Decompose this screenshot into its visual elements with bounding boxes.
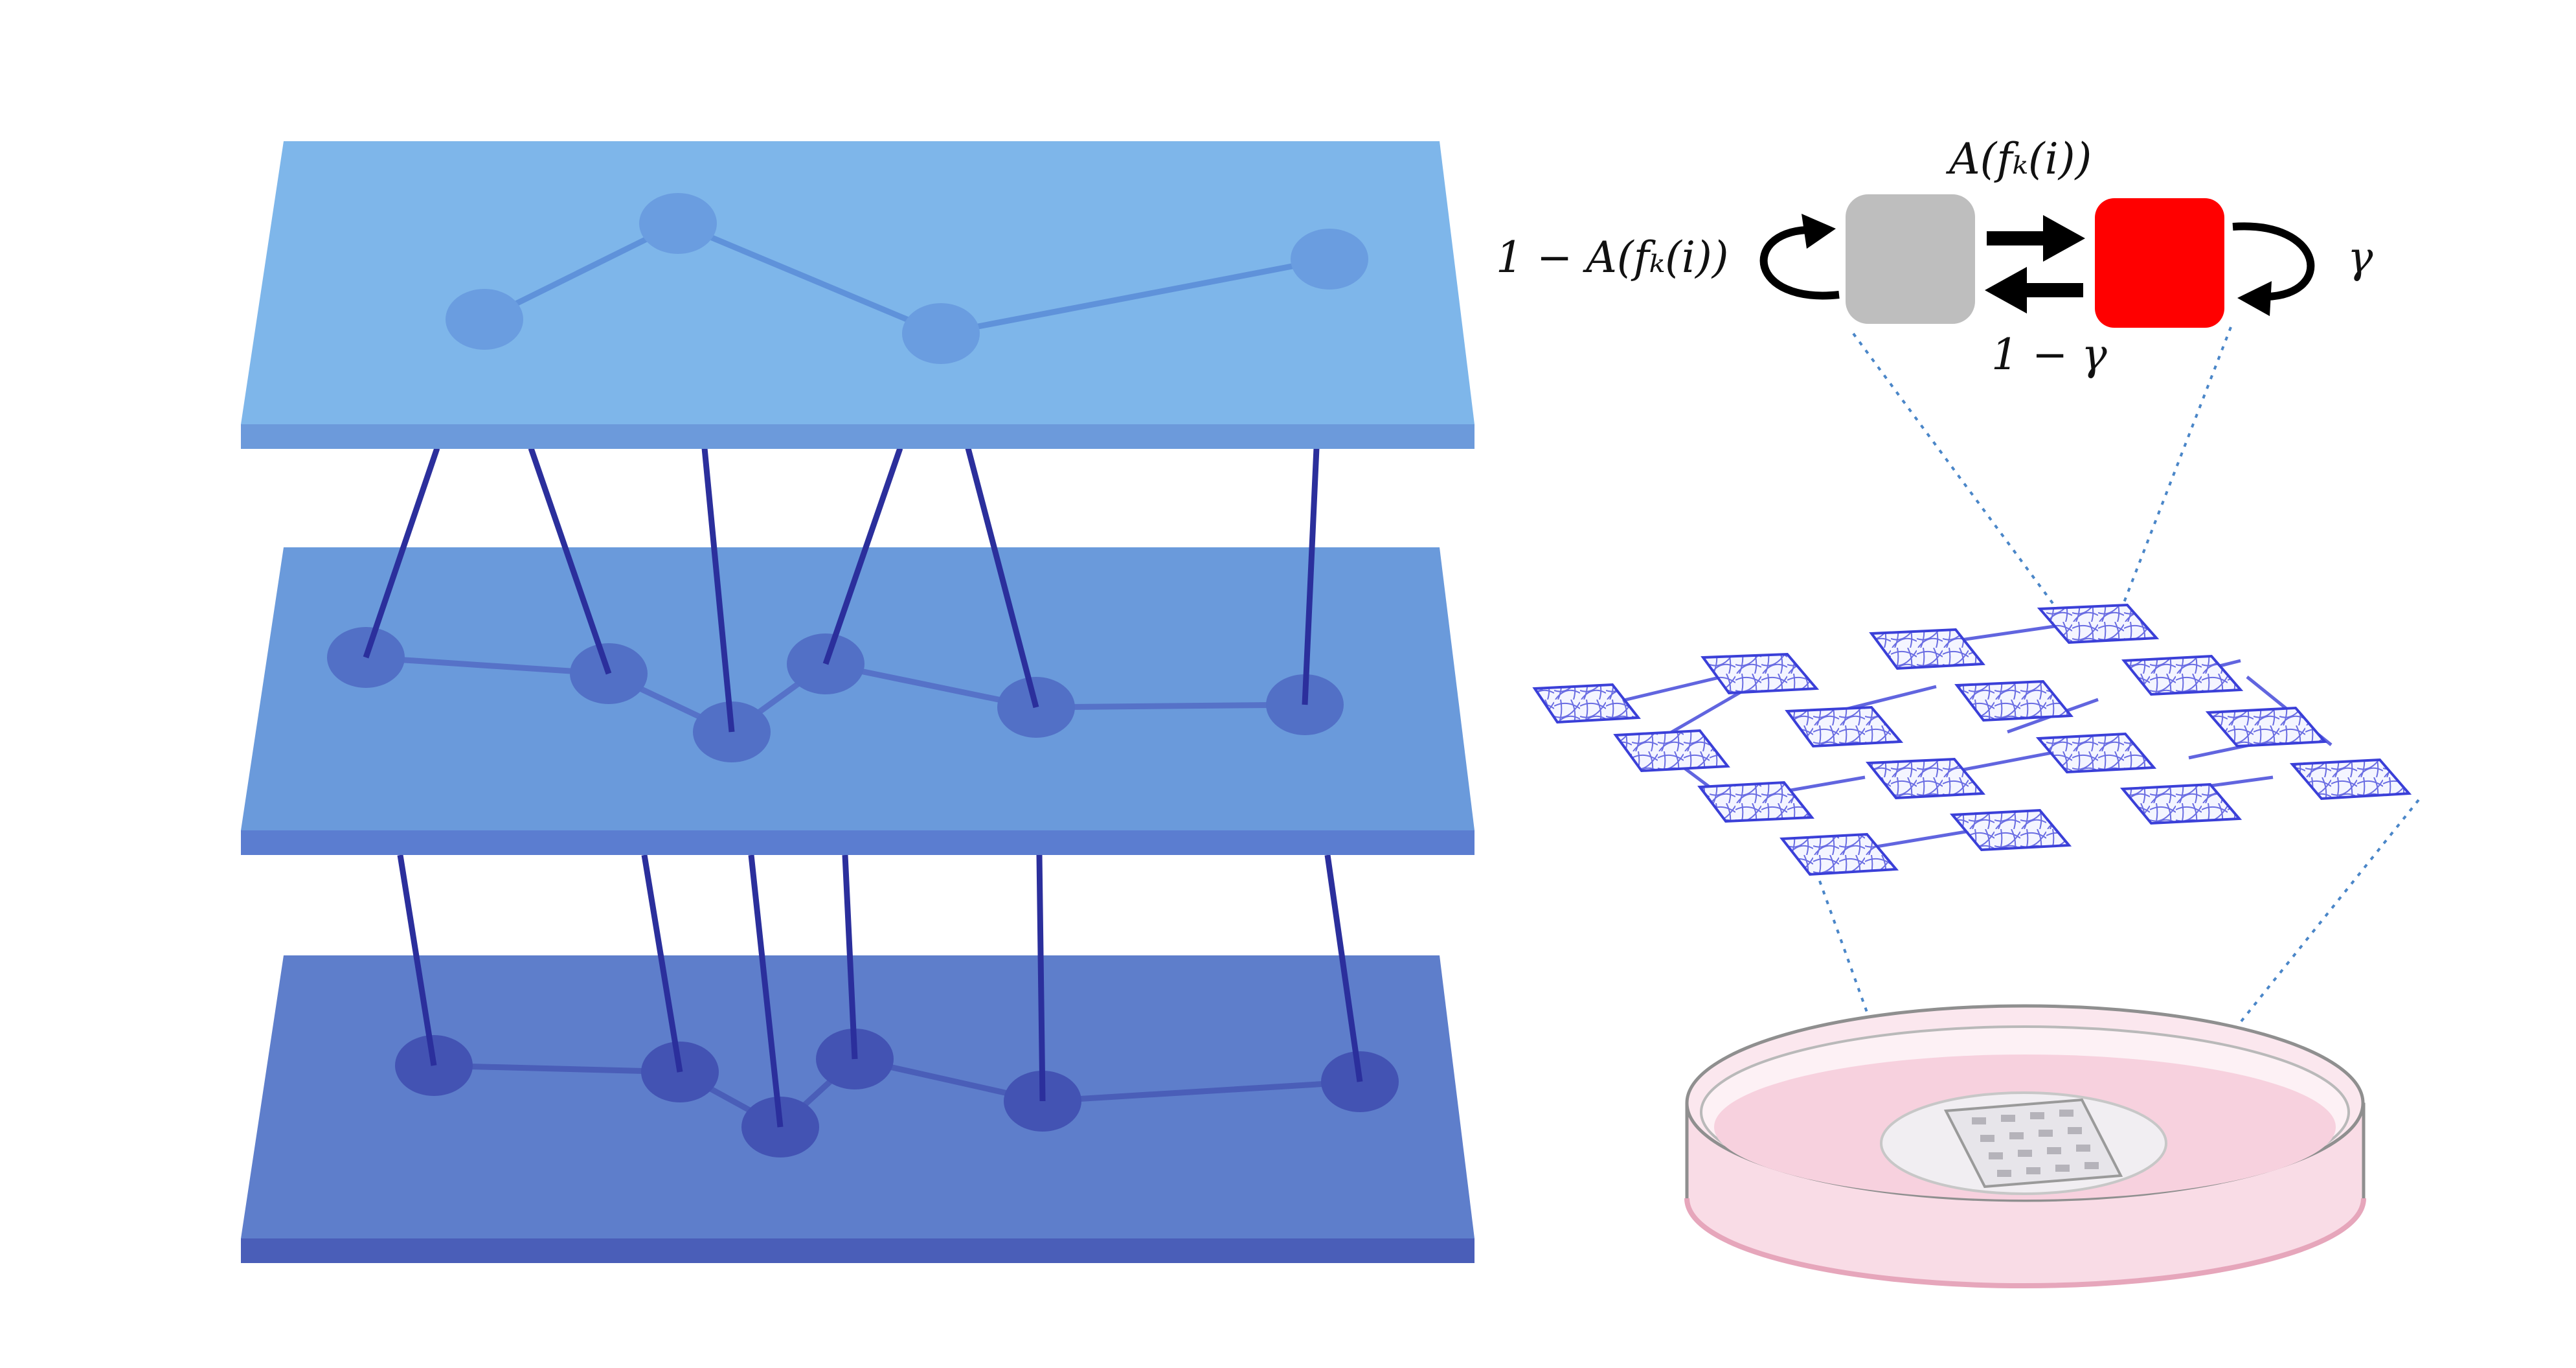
layer-top-nodes: [446, 193, 1368, 364]
recovery-probability-label: 1 − γ: [1991, 330, 2107, 380]
stay-inactive-probability-label: 1 − A(fₖ(i)): [1496, 233, 1729, 282]
culture-module: [1949, 808, 2072, 852]
active-self-loop-arrow: [2232, 222, 2315, 316]
activation-probability-label: A(fₖ(i)): [1945, 134, 2092, 184]
culture-module: [1613, 729, 1730, 773]
inactive-self-loop-arrow: [1759, 214, 1840, 300]
layer-middle-edges: [365, 654, 1305, 736]
layer-bottom-edges: [433, 1056, 1361, 1131]
state-transition-diagram: A(fₖ(i)) 1 − A(fₖ(i)) 1 − γ γ: [1496, 134, 2373, 380]
stay-active-probability-label: γ: [2347, 233, 2373, 282]
culture-module: [1954, 679, 2074, 722]
inactive-state-icon: [1846, 194, 1975, 324]
culture-module: [1697, 781, 1815, 823]
layer-top: [241, 141, 1474, 449]
interlayer-links-lower: [397, 854, 1363, 1128]
petri-dish-icon: [1684, 1004, 2366, 1289]
chip-icon: [1943, 1098, 2123, 1189]
culture-module: [1865, 757, 1986, 800]
interlayer-links-upper: [363, 447, 1320, 733]
culture-module: [2121, 654, 2244, 696]
culture-module: [1532, 683, 1641, 724]
active-state-icon: [2095, 198, 2224, 328]
culture-module: [2119, 782, 2243, 825]
culture-module: [1700, 652, 1820, 695]
culture-module: [1785, 705, 1904, 748]
culture-module: [2289, 758, 2412, 801]
culture-module: [1869, 628, 1985, 670]
recovery-arrow: [1985, 267, 2083, 314]
modular-culture-grid: [1532, 603, 2412, 876]
culture-modules: [1532, 603, 2412, 876]
zoom-lines-upper: [1852, 326, 2232, 613]
activation-arrow: [1987, 215, 2085, 262]
layer-middle: [241, 547, 1474, 855]
culture-module: [1779, 832, 1899, 876]
culture-module: [2037, 603, 2160, 644]
culture-module: [2035, 732, 2157, 774]
culture-module: [2205, 706, 2328, 748]
layer-top-edges: [483, 220, 1330, 337]
